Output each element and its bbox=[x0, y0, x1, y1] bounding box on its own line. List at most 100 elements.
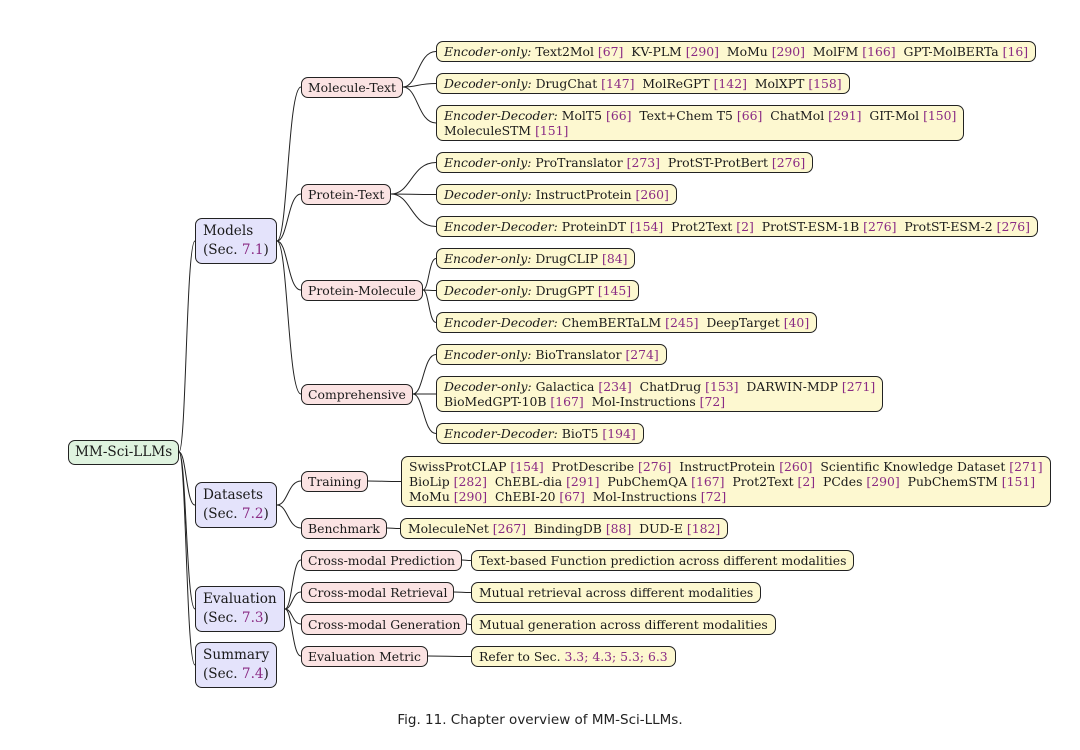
leaf-item-name: DUD-E bbox=[639, 521, 683, 536]
section-ref-suffix: ) bbox=[263, 506, 269, 522]
leaf-item-ref: [166] bbox=[862, 44, 896, 59]
leaf-item-ref: [158] bbox=[808, 76, 842, 91]
leaf-line: Decoder-only: InstructProtein [260] bbox=[444, 187, 669, 202]
tree-edge bbox=[276, 86, 302, 242]
leaf-item-ref: [234] bbox=[598, 379, 632, 394]
section-ref-number: 7.3 bbox=[241, 610, 264, 626]
group-node-molecule-text: Molecule-Text bbox=[301, 76, 404, 98]
tree-edge bbox=[390, 162, 437, 195]
leaf-category: Decoder-only: bbox=[444, 187, 532, 202]
leaf-category: Encoder-Decoder: bbox=[444, 426, 558, 441]
tree-edge bbox=[412, 393, 437, 434]
tree-edge bbox=[461, 559, 472, 561]
leaf-item-ref: [167] bbox=[550, 394, 584, 409]
leaf-category: Encoder-Decoder: bbox=[444, 315, 558, 330]
tree-edge bbox=[422, 258, 437, 291]
leaf-line: Mutual generation across different modal… bbox=[479, 617, 768, 632]
tree-edge bbox=[178, 451, 196, 666]
leaf-item-name: MoMu bbox=[409, 489, 450, 504]
section-ref: (Sec. 7.4) bbox=[203, 665, 269, 684]
leaf-item-name: MoleculeNet bbox=[408, 521, 489, 536]
group-node-benchmark: Benchmark bbox=[301, 517, 387, 539]
leaf-category: Encoder-Decoder: bbox=[444, 108, 558, 123]
leaf-item-ref: [271] bbox=[1009, 459, 1043, 474]
tree-edge bbox=[178, 240, 196, 453]
leaf-node: SwissProtCLAP [154] ProtDescribe [276] I… bbox=[401, 456, 1051, 507]
leaf-item-ref: [290] bbox=[685, 44, 720, 59]
leaf-item-name: MolXPT bbox=[754, 76, 805, 91]
leaf-category: Encoder-only: bbox=[444, 347, 532, 362]
leaf-item-name: Text+Chem T5 bbox=[639, 108, 733, 123]
leaf-item-name: SwissProtCLAP bbox=[409, 459, 507, 474]
tree-edge bbox=[284, 591, 302, 610]
leaf-item-name: DrugGPT bbox=[535, 283, 594, 298]
section-ref-number: 7.1 bbox=[241, 242, 264, 258]
leaf-category: Decoder-only: bbox=[444, 379, 532, 394]
leaf-line: Decoder-only: DrugGPT [145] bbox=[444, 283, 631, 298]
leaf-item-name: ProtDescribe bbox=[551, 459, 635, 474]
section-ref-suffix: ) bbox=[263, 242, 269, 258]
leaf-node: Encoder-only: ProTranslator [273] ProtST… bbox=[436, 152, 814, 173]
tree-edge bbox=[422, 289, 437, 291]
section-ref-suffix: ) bbox=[263, 666, 269, 682]
leaf-item-ref: [153] bbox=[705, 379, 739, 394]
leaf-node: Decoder-only: InstructProtein [260] bbox=[436, 184, 677, 205]
tree-edge bbox=[276, 480, 302, 506]
group-node-protein-molecule: Protein-Molecule bbox=[301, 279, 423, 301]
leaf-item-name: Refer to Sec. bbox=[479, 649, 561, 664]
leaf-item-ref: [274] bbox=[625, 347, 659, 362]
leaf-item-name: ChemBERTaLM bbox=[561, 315, 662, 330]
leaf-category: Encoder-only: bbox=[444, 155, 532, 170]
section-node-models: Models(Sec. 7.1) bbox=[195, 218, 277, 264]
section-node-datasets: Datasets(Sec. 7.2) bbox=[195, 482, 277, 528]
leaf-item-name: BioMedGPT-10B bbox=[444, 394, 547, 409]
leaf-item-name: ProtST-ESM-2 bbox=[904, 219, 993, 234]
leaf-node: Encoder-Decoder: MolT5 [66] Text+Chem T5… bbox=[436, 105, 965, 141]
leaf-item-ref: [2] bbox=[797, 474, 816, 489]
leaf-node: Encoder-Decoder: ChemBERTaLM [245] DeepT… bbox=[436, 312, 818, 333]
leaf-line: Mutual retrieval across different modali… bbox=[479, 585, 753, 600]
leaf-item-name: DrugChat bbox=[535, 76, 598, 91]
leaf-item-name: MoleculeSTM bbox=[444, 123, 532, 138]
tree-edge bbox=[276, 240, 302, 291]
section-ref-prefix: (Sec. bbox=[203, 666, 242, 682]
leaf-line: SwissProtCLAP [154] ProtDescribe [276] I… bbox=[409, 459, 1043, 474]
leaf-item-name: BindingDB bbox=[533, 521, 602, 536]
leaf-line: Decoder-only: DrugChat [147] MolReGPT [1… bbox=[444, 76, 842, 91]
leaf-item-ref: [2] bbox=[736, 219, 754, 234]
leaf-item-ref: [182] bbox=[686, 521, 721, 536]
leaf-item-name: BioLip bbox=[409, 474, 450, 489]
leaf-category: Encoder-only: bbox=[444, 44, 532, 59]
leaf-item-ref: [67] bbox=[559, 489, 585, 504]
leaf-item-ref: [151] bbox=[1001, 474, 1036, 489]
section-title: Summary bbox=[203, 647, 270, 663]
leaf-item-ref: [260] bbox=[635, 187, 669, 202]
leaf-item-ref: [290] bbox=[866, 474, 900, 489]
leaf-item-name: Mutual generation across different modal… bbox=[479, 617, 768, 632]
leaf-item-name: InstructProtein bbox=[535, 187, 632, 202]
leaf-item-ref: [291] bbox=[566, 474, 600, 489]
leaf-item-name: GIT-Mol bbox=[869, 108, 920, 123]
leaf-item-ref: [84] bbox=[602, 251, 628, 266]
leaf-item-name: Galactica bbox=[535, 379, 595, 394]
group-node-cross-modal-prediction: Cross-modal Prediction bbox=[301, 549, 463, 571]
leaf-item-name: MolFM bbox=[812, 44, 859, 59]
leaf-item-ref: [154] bbox=[510, 459, 544, 474]
leaf-node: Refer to Sec. 3.3; 4.3; 5.3; 6.3 bbox=[471, 646, 676, 667]
leaf-node: Encoder-Decoder: ProteinDT [154] Prot2Te… bbox=[436, 216, 1038, 237]
leaf-item-ref: [150] bbox=[923, 108, 957, 123]
leaf-item-name: ChEBL-dia bbox=[494, 474, 563, 489]
tree-edge bbox=[276, 240, 302, 395]
leaf-item-name: KV-PLM bbox=[631, 44, 682, 59]
leaf-line: Encoder-Decoder: BioT5 [194] bbox=[444, 426, 636, 441]
leaf-item-ref: [276] bbox=[863, 219, 897, 234]
leaf-item-ref: [291] bbox=[828, 108, 862, 123]
leaf-item-name: Prot2Text bbox=[732, 474, 794, 489]
leaf-item-ref: [276] bbox=[638, 459, 672, 474]
section-ref: (Sec. 7.1) bbox=[203, 241, 269, 260]
leaf-item-ref: ; 4.3; 5.3; 6.3 bbox=[584, 649, 668, 664]
leaf-item-ref: [260] bbox=[779, 459, 813, 474]
leaf-item-ref: [273] bbox=[626, 155, 660, 170]
leaf-item-name: DeepTarget bbox=[706, 315, 780, 330]
leaf-item-ref: [271] bbox=[841, 379, 876, 394]
